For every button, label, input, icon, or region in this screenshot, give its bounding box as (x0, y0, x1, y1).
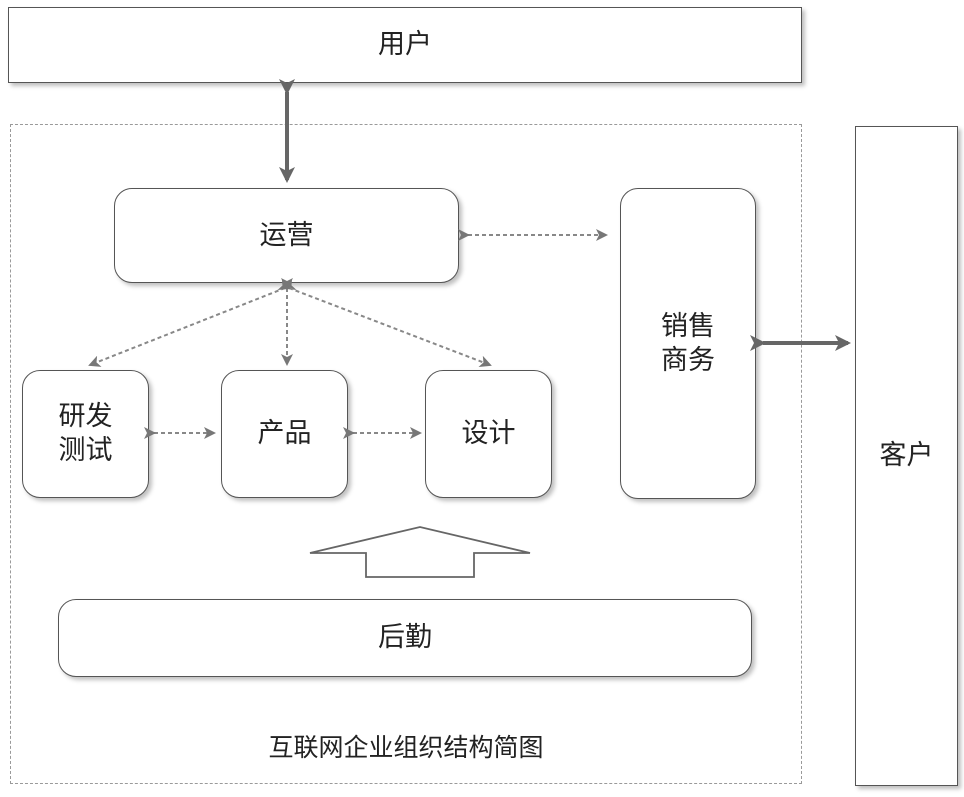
product-label: 产品 (257, 418, 312, 450)
user-label: 用户 (378, 29, 432, 61)
diagram-caption: 互联网企业组织结构简图 (268, 733, 544, 762)
user-box: 用户 (8, 7, 802, 83)
logistics-box: 后勤 (58, 599, 752, 677)
operations-label: 运营 (259, 219, 314, 251)
sales-box: 销售 商务 (620, 188, 756, 499)
customer-box: 客户 (855, 126, 958, 786)
organization-frame (10, 124, 802, 784)
product-box: 产品 (221, 370, 348, 498)
operations-rdtest-arrow (88, 278, 297, 367)
rd-test-box: 研发 测试 (22, 370, 149, 498)
design-box: 设计 (425, 370, 552, 498)
logistics-label: 后勤 (378, 622, 432, 654)
sales-label: 销售 商务 (661, 310, 715, 376)
logistics-support-arrow (309, 526, 531, 578)
operations-box: 运营 (114, 188, 459, 283)
operations-design-arrow (277, 278, 492, 368)
design-label: 设计 (461, 418, 516, 450)
customer-label: 客户 (879, 440, 934, 472)
rd-test-label: 研发 测试 (58, 401, 113, 466)
